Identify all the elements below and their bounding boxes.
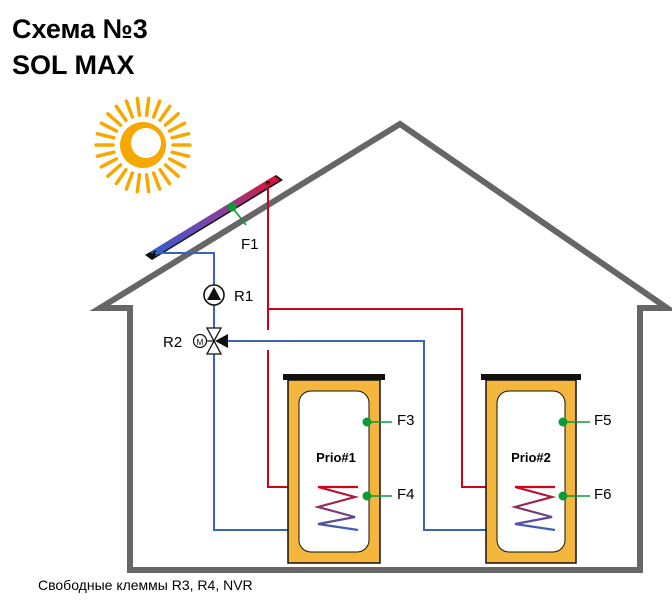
sensor-f6-icon — [558, 491, 568, 501]
sun-ray — [99, 157, 119, 169]
sun-ray — [144, 96, 151, 117]
free-terminals-note: Свободные клеммы R3, R4, NVR — [38, 577, 253, 593]
pump-icon — [203, 284, 225, 306]
label-f3: F3 — [397, 412, 415, 429]
tank-prio2 — [481, 374, 581, 564]
sun-ray — [163, 163, 180, 178]
sun-ray — [106, 112, 123, 127]
house-outline — [89, 120, 672, 573]
sun-ray — [170, 132, 191, 140]
title-line-1: Схема №3 — [12, 14, 148, 44]
solar-collector — [145, 175, 283, 260]
sensor-f3-icon — [362, 417, 372, 427]
sun-ray — [135, 173, 142, 194]
sun-ray — [99, 121, 119, 133]
sun-ray — [167, 121, 187, 133]
sun-highlight — [131, 128, 161, 158]
label-f5: F5 — [594, 412, 612, 429]
sun-ray — [95, 132, 116, 140]
sun-ray — [114, 167, 128, 186]
sun-ray — [135, 96, 142, 117]
sun-ray — [106, 163, 123, 178]
three-way-valve-icon — [192, 327, 228, 355]
sun-ray — [151, 99, 162, 119]
sensor-f5-icon — [558, 417, 568, 427]
sun-ray — [151, 171, 162, 191]
sun-ray — [114, 104, 128, 123]
sun-ray — [95, 150, 116, 158]
sun-ray — [158, 104, 172, 123]
sensor-f1-icon — [227, 202, 237, 212]
label-r1: R1 — [234, 288, 253, 305]
sun-ray — [144, 173, 151, 194]
tank-prio1 — [283, 374, 385, 564]
label-f4: F4 — [397, 486, 415, 503]
tank1-label: Prio#1 — [316, 450, 356, 465]
cold-return-line — [155, 252, 215, 285]
sensor-f4-icon — [362, 491, 372, 501]
tank2-label: Prio#2 — [511, 450, 551, 465]
valve-motor-label: M — [197, 338, 204, 347]
sun-ray — [124, 99, 135, 119]
sun-ray — [170, 150, 191, 158]
label-f1: F1 — [241, 236, 259, 253]
sun-ray — [163, 112, 180, 127]
label-r2: R2 — [163, 334, 182, 351]
title-line-2: SOL MAX — [12, 50, 135, 80]
sun-ray — [167, 157, 187, 169]
label-f6: F6 — [594, 486, 612, 503]
sun-ray — [124, 171, 135, 191]
sun-icon — [94, 96, 192, 194]
sun-ray — [158, 167, 172, 186]
